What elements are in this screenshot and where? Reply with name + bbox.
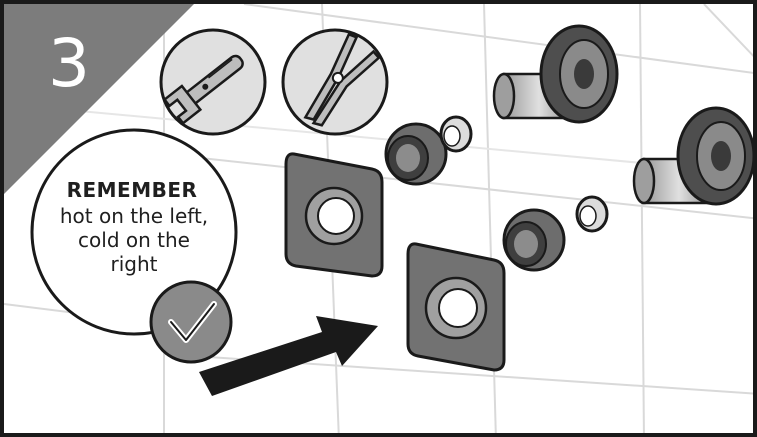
checkmark-icon: [151, 282, 231, 362]
threaded-adapter-top: [386, 124, 446, 184]
reminder-line-1: hot on the left,: [24, 204, 244, 228]
step-number: 3: [34, 24, 104, 104]
reminder-title: REMEMBER: [42, 178, 222, 202]
ring-top: [441, 117, 471, 151]
ring-bottom: [577, 197, 607, 231]
reminder-line-2: cold on the: [24, 228, 244, 252]
threaded-adapter-bottom: [504, 210, 564, 270]
pliers-icon: [283, 30, 387, 134]
wrench-icon: [161, 30, 265, 134]
square-plate-bottom: [408, 244, 504, 370]
square-plate-top: [286, 154, 382, 276]
pipe-fitting-bottom: [634, 108, 754, 204]
reminder-line-3: right: [24, 252, 244, 276]
